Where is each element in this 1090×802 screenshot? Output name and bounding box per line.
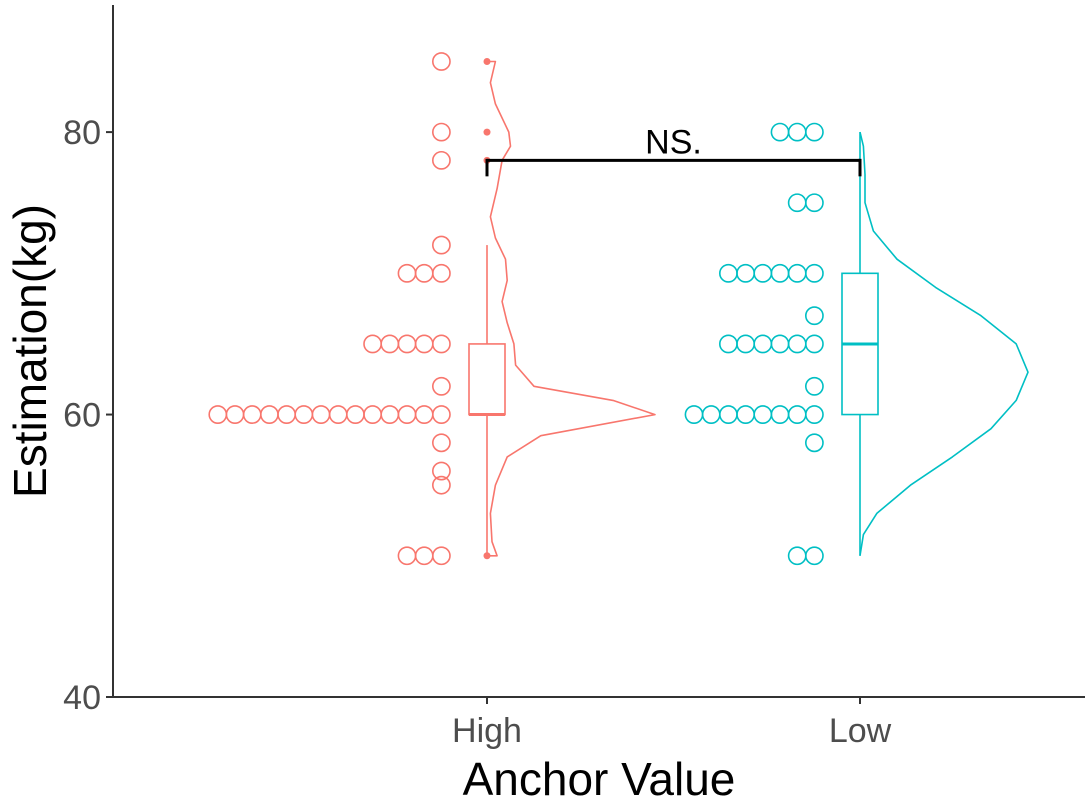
dot-point xyxy=(805,376,824,396)
dot-point xyxy=(770,263,790,283)
dot-point xyxy=(719,263,738,283)
dot-point xyxy=(805,405,824,424)
dot-point xyxy=(277,405,297,424)
dot-point xyxy=(328,405,348,424)
dot-point xyxy=(345,405,365,424)
dot-point xyxy=(805,263,824,283)
dot-point xyxy=(701,405,721,424)
significance-bracket: NS. xyxy=(485,123,862,177)
box-iqr xyxy=(468,343,506,416)
dot-point xyxy=(380,405,400,424)
dot-point xyxy=(719,334,738,354)
dot-point xyxy=(311,405,331,424)
y-tick-label: 60 xyxy=(63,397,101,435)
dot-point xyxy=(431,235,451,255)
dot-point xyxy=(753,263,773,283)
dot-point xyxy=(431,263,451,283)
dot-point xyxy=(753,405,773,424)
dot-point xyxy=(397,334,417,354)
y-tick-label: 80 xyxy=(63,114,101,152)
x-tick-label: High xyxy=(452,712,522,750)
dot-point xyxy=(414,546,434,566)
dot-point xyxy=(431,461,451,481)
dot-point xyxy=(414,263,434,283)
dot-point xyxy=(397,405,417,424)
dot-point xyxy=(431,376,451,396)
dot-point xyxy=(787,334,807,354)
density-layer xyxy=(487,60,1029,557)
dot-point xyxy=(397,263,417,283)
dot-point xyxy=(431,334,451,354)
dot-point xyxy=(736,263,756,283)
dot-point xyxy=(736,405,756,424)
dot-point xyxy=(753,334,773,354)
dot-point xyxy=(431,52,451,71)
dot-point xyxy=(431,546,451,566)
x-tick-label: Low xyxy=(829,712,892,750)
dot-point xyxy=(380,334,400,354)
dot-point xyxy=(414,334,434,354)
dot-point xyxy=(805,306,824,326)
dot-point xyxy=(787,546,807,566)
significance-label: NS. xyxy=(645,123,702,161)
dot-point xyxy=(294,405,314,424)
dot-point xyxy=(684,405,704,424)
dot-point xyxy=(431,405,451,424)
dot-point xyxy=(805,193,824,213)
dot-point xyxy=(242,405,262,424)
axes xyxy=(112,5,1085,698)
dot-point xyxy=(363,334,383,354)
boxplot-layer xyxy=(468,57,879,560)
dot-point xyxy=(805,546,824,566)
density-curve xyxy=(859,131,1029,556)
dot-point xyxy=(770,405,790,424)
y-tick-label: 40 xyxy=(63,679,101,717)
dot-point xyxy=(431,122,451,142)
dot-point xyxy=(431,150,451,170)
density-curve xyxy=(487,60,656,557)
dot-point xyxy=(431,433,451,453)
dot-point xyxy=(805,433,824,453)
dot-point xyxy=(225,405,245,424)
x-axis-title: Anchor Value xyxy=(463,753,736,802)
dot-point xyxy=(719,405,738,424)
dot-plot-layer xyxy=(208,52,824,566)
dot-point xyxy=(770,122,790,142)
dot-point xyxy=(397,546,417,566)
y-ticks: 40 60 80 xyxy=(63,114,113,717)
dot-point xyxy=(363,405,383,424)
dot-point xyxy=(787,122,807,142)
dot-point xyxy=(736,334,756,354)
outlier-point xyxy=(483,128,491,136)
dot-point xyxy=(414,405,434,424)
y-axis-title: Estimation(kg) xyxy=(4,204,56,498)
dot-point xyxy=(208,405,228,424)
dot-point xyxy=(431,475,451,495)
dot-point xyxy=(770,334,790,354)
dot-point xyxy=(805,334,824,354)
dot-point xyxy=(259,405,279,424)
dot-point xyxy=(787,405,807,424)
dot-point xyxy=(787,263,807,283)
dot-point xyxy=(787,193,807,213)
x-ticks: High Low xyxy=(452,697,892,750)
dot-point xyxy=(805,122,824,142)
